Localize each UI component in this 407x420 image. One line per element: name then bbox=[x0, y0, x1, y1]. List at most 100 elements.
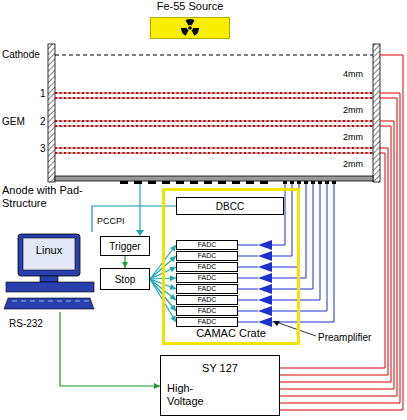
part-label: 3 bbox=[40, 143, 46, 155]
drawn-stroke bbox=[57, 301, 62, 302]
anode-pad bbox=[218, 181, 226, 184]
box-label: Stop bbox=[115, 274, 136, 285]
drawn-stroke bbox=[84, 301, 89, 302]
edge-label: RS-232 bbox=[8, 318, 44, 330]
drawn-stroke bbox=[188, 26, 192, 30]
box-label: FADC bbox=[198, 274, 217, 282]
edge-label: PCCPI bbox=[96, 215, 126, 227]
process-box: DBCC bbox=[176, 197, 284, 215]
anode-pad bbox=[232, 181, 240, 184]
part-label: GEM bbox=[2, 116, 25, 128]
crate-label: CAMAC Crate bbox=[165, 327, 297, 340]
source-plate bbox=[150, 17, 230, 39]
anode-pad bbox=[297, 181, 301, 184]
preamplifier-symbol bbox=[258, 317, 272, 327]
part-label: 1 bbox=[40, 88, 46, 100]
drawn-stroke bbox=[48, 301, 53, 302]
preamplifier-symbol bbox=[258, 295, 272, 305]
preamplifier-symbol bbox=[258, 262, 272, 272]
box-label: Trigger bbox=[109, 241, 140, 252]
drawn-stroke bbox=[238, 311, 258, 312]
arrow-head bbox=[169, 284, 176, 290]
box-label: FADC bbox=[198, 285, 217, 293]
box-label: FADC bbox=[198, 263, 217, 271]
box-label: FADC bbox=[198, 296, 217, 304]
drawn-stroke bbox=[55, 98, 373, 99]
preamplifier-symbol bbox=[258, 273, 272, 283]
part-label: 2 bbox=[40, 116, 46, 128]
anode-pad bbox=[332, 181, 336, 184]
part-label: 2mm bbox=[343, 131, 363, 143]
anode-pad bbox=[190, 181, 198, 184]
part-label: 2mm bbox=[343, 158, 363, 170]
connector bbox=[60, 312, 160, 389]
drawn-stroke bbox=[40, 276, 58, 282]
screen-label: Linux bbox=[23, 244, 75, 257]
crate-frame: CAMAC Crate DBCC FADC FADC FADC FADC FADC FADC F… bbox=[162, 188, 300, 345]
part-label: 4mm bbox=[343, 68, 363, 80]
anode-pad bbox=[283, 181, 287, 184]
drawn-stroke bbox=[55, 121, 373, 122]
drawn-stroke bbox=[192, 28, 200, 36]
fadc-module: FADC bbox=[176, 240, 238, 250]
drawn-stroke bbox=[66, 301, 71, 302]
fadc-module: FADC bbox=[176, 306, 238, 316]
drawn-stroke bbox=[55, 125, 373, 127]
drawn-stroke bbox=[238, 278, 258, 279]
signal-wires bbox=[120, 181, 336, 336]
drawn-stroke bbox=[280, 148, 388, 375]
box-label: FADC bbox=[198, 318, 217, 326]
preamplifier-symbol bbox=[258, 306, 272, 316]
fadc-module: FADC bbox=[176, 295, 238, 305]
drawn-stroke bbox=[238, 289, 258, 290]
drawn-stroke bbox=[18, 234, 80, 276]
power-supply-box: SY 127High- Voltage bbox=[160, 355, 280, 416]
fadc-module: FADC bbox=[176, 262, 238, 272]
drawn-stroke bbox=[55, 120, 373, 122]
connector bbox=[122, 256, 128, 268]
leader-line bbox=[276, 322, 316, 336]
computer-icon: Linux bbox=[4, 232, 96, 312]
source-label: Fe-55 Source bbox=[140, 0, 240, 13]
part-label: Preamplifier bbox=[318, 332, 371, 344]
drawn-stroke bbox=[55, 148, 373, 149]
drawn-stroke bbox=[55, 147, 373, 149]
drawn-stroke bbox=[4, 298, 94, 309]
preamplifier-symbol bbox=[258, 251, 272, 261]
anode-pad bbox=[120, 181, 128, 184]
drawn-stroke bbox=[238, 256, 258, 257]
arrow-head bbox=[273, 321, 280, 326]
drawn-stroke bbox=[55, 93, 373, 94]
source-box: Fe-55 Source bbox=[140, 0, 240, 40]
cathode-plane bbox=[55, 55, 373, 56]
drawn-stroke bbox=[21, 301, 26, 302]
gem-foils bbox=[55, 93, 373, 153]
anode-pad bbox=[304, 181, 308, 184]
chamber-wall bbox=[48, 44, 55, 182]
drawn-stroke bbox=[55, 152, 373, 154]
drawn-stroke bbox=[55, 153, 373, 154]
anode-pad bbox=[290, 181, 294, 184]
drawn-stroke bbox=[55, 97, 373, 99]
drawn-stroke bbox=[280, 153, 385, 368]
process-box: Stop bbox=[100, 268, 150, 290]
process-box: Trigger bbox=[100, 236, 150, 256]
drawn-stroke bbox=[12, 301, 17, 302]
device-name: SY 127 bbox=[161, 356, 279, 375]
part-label: 2mm bbox=[343, 104, 363, 116]
preamplifier-symbol bbox=[258, 284, 272, 294]
preamplifier-symbol bbox=[258, 240, 272, 250]
drawn-stroke bbox=[186, 19, 195, 25]
anode-plane bbox=[55, 176, 373, 181]
anode-pad bbox=[162, 181, 170, 184]
fadc-module: FADC bbox=[176, 284, 238, 294]
part-label: Cathode bbox=[2, 49, 40, 61]
box-label: FADC bbox=[198, 252, 217, 260]
drawn-stroke bbox=[55, 126, 373, 127]
fadc-module: FADC bbox=[176, 273, 238, 283]
anode-pad bbox=[134, 181, 142, 184]
anode-pad bbox=[204, 181, 212, 184]
drawn-stroke bbox=[238, 245, 258, 246]
drawn-stroke bbox=[139, 184, 140, 230]
drawn-stroke bbox=[39, 301, 44, 302]
